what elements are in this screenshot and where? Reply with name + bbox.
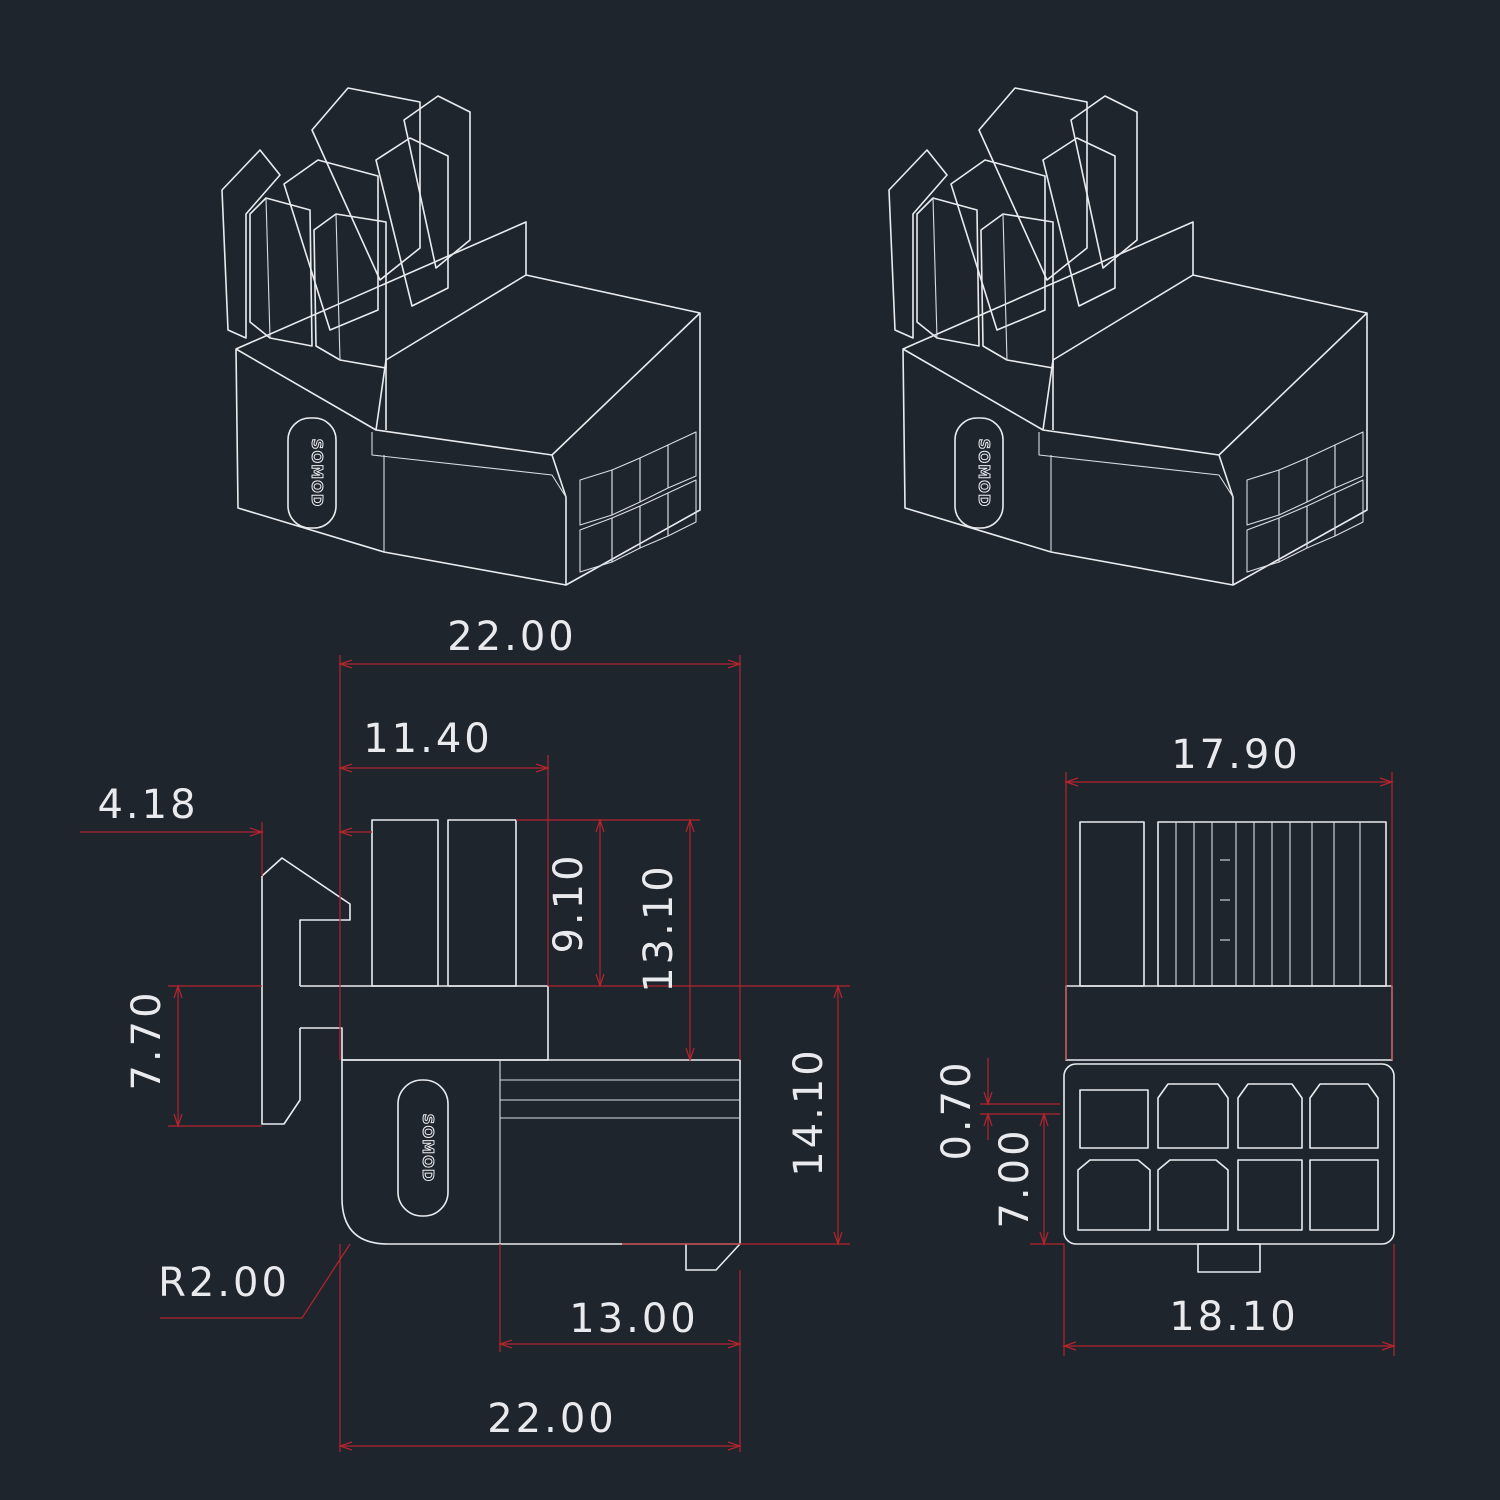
dim-side-overall-width-bottom: 22.00 (487, 1396, 617, 1442)
front-view-dimension-labels: 17.90 0.70 7.00 18.10 (934, 732, 1301, 1340)
isometric-view-left: SOMOD (221, 87, 701, 586)
dim-side-socket-depth: 13.00 (569, 1296, 699, 1342)
dim-side-pins-width: 11.40 (363, 716, 493, 762)
dim-side-body-height: 14.10 (786, 1047, 832, 1177)
dim-side-pin-block-height: 13.10 (636, 863, 682, 993)
brand-logo: SOMOD (419, 1114, 437, 1183)
dim-side-latch-offset: 4.18 (97, 782, 198, 828)
side-view-dimension-labels: 22.00 11.40 4.18 9.10 13.10 7.70 14.10 R… (97, 614, 832, 1442)
front-view-dimensions (980, 772, 1396, 1356)
dim-side-overall-width-top: 22.00 (447, 614, 577, 660)
dim-front-socket-height: 7.00 (992, 1127, 1038, 1228)
dim-side-pin-height: 9.10 (546, 852, 592, 953)
dim-side-corner-radius: R2.00 (158, 1260, 290, 1306)
side-view-dimensions (80, 655, 850, 1452)
brand-logo: SOMOD (975, 439, 993, 508)
dim-front-bottom-width: 18.10 (1169, 1294, 1299, 1340)
dim-front-step: 0.70 (934, 1059, 980, 1160)
brand-logo: SOMOD (308, 439, 326, 508)
side-view: SOMOD (261, 819, 741, 1271)
isometric-view-right: SOMOD (888, 87, 1368, 586)
dim-front-top-width: 17.90 (1171, 732, 1301, 778)
dim-side-latch-height: 7.70 (124, 989, 170, 1090)
front-view (1063, 821, 1395, 1273)
